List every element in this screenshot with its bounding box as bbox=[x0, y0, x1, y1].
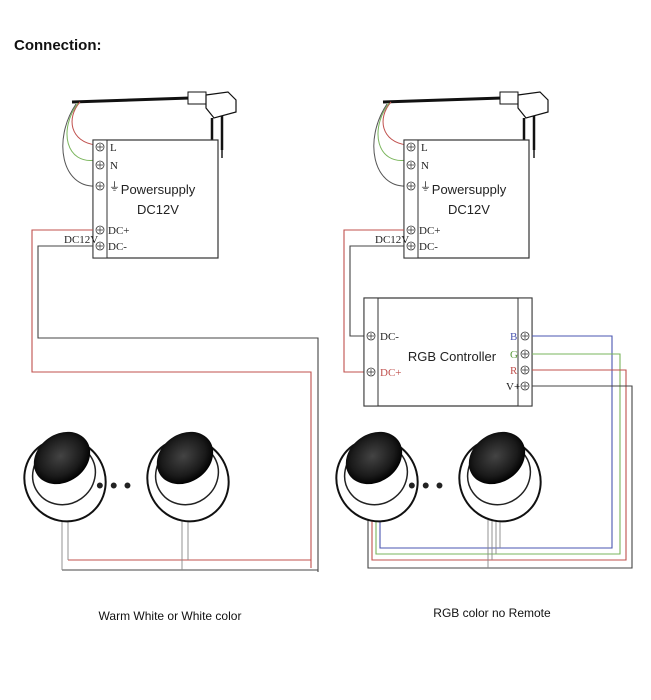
left-lamp-1 bbox=[23, 431, 107, 523]
rgb-controller: DC- DC+ RGB Controller B G R V+ bbox=[363, 297, 533, 407]
left-lamp-2 bbox=[146, 431, 230, 523]
right-psu-title: Powersupply bbox=[432, 182, 507, 197]
left-terminal-n: N bbox=[110, 160, 118, 172]
left-mains-plug bbox=[62, 91, 237, 187]
right-lamp-2 bbox=[458, 431, 542, 523]
right-terminal-l: L bbox=[421, 142, 428, 154]
ctrl-input-dcplus: DC+ bbox=[380, 367, 401, 379]
right-diagram: L N ⏚ DC+ DC- Powersupply DC12V DC12V DC… bbox=[335, 91, 633, 620]
left-terminal-dcminus: DC- bbox=[108, 241, 127, 253]
right-mains-plug bbox=[373, 91, 549, 187]
left-dc-wires bbox=[31, 229, 319, 572]
left-psu-voltage: DC12V bbox=[137, 202, 179, 217]
ctrl-input-dcminus: DC- bbox=[380, 331, 399, 343]
right-lamp-1 bbox=[335, 431, 419, 523]
left-caption: Warm White or White color bbox=[99, 609, 242, 623]
ctrl-output-v: V+ bbox=[506, 381, 520, 393]
left-terminal-dcplus: DC+ bbox=[108, 225, 129, 237]
right-psu-voltage: DC12V bbox=[448, 202, 490, 217]
right-rgb-wires bbox=[367, 335, 633, 569]
diagram-title: Connection: bbox=[14, 37, 102, 54]
right-power-supply: L N ⏚ DC+ DC- Powersupply DC12V DC12V bbox=[375, 139, 530, 259]
right-terminal-ground: ⏚ bbox=[420, 180, 431, 193]
ctrl-output-b: B bbox=[510, 331, 517, 343]
left-terminal-ground: ⏚ bbox=[109, 180, 120, 193]
controller-title: RGB Controller bbox=[408, 349, 497, 364]
left-psu-title: Powersupply bbox=[121, 182, 196, 197]
left-output-label: DC12V bbox=[64, 234, 98, 246]
left-lamp-ellipsis: • • • bbox=[96, 473, 131, 498]
left-diagram: L N ⏚ DC+ DC- Powersupply DC12V DC12V • … bbox=[23, 91, 319, 623]
right-caption: RGB color no Remote bbox=[433, 606, 551, 620]
ctrl-output-r: R bbox=[510, 365, 518, 377]
left-terminal-l: L bbox=[110, 142, 117, 154]
right-terminal-dcminus: DC- bbox=[419, 241, 438, 253]
right-terminal-n: N bbox=[421, 160, 429, 172]
right-output-label: DC12V bbox=[375, 234, 409, 246]
ctrl-output-g: G bbox=[510, 349, 518, 361]
right-psu-to-controller-wires bbox=[343, 229, 404, 373]
right-terminal-dcplus: DC+ bbox=[419, 225, 440, 237]
right-lamp-ellipsis: • • • bbox=[408, 473, 443, 498]
left-power-supply: L N ⏚ DC+ DC- Powersupply DC12V DC12V bbox=[64, 139, 219, 259]
